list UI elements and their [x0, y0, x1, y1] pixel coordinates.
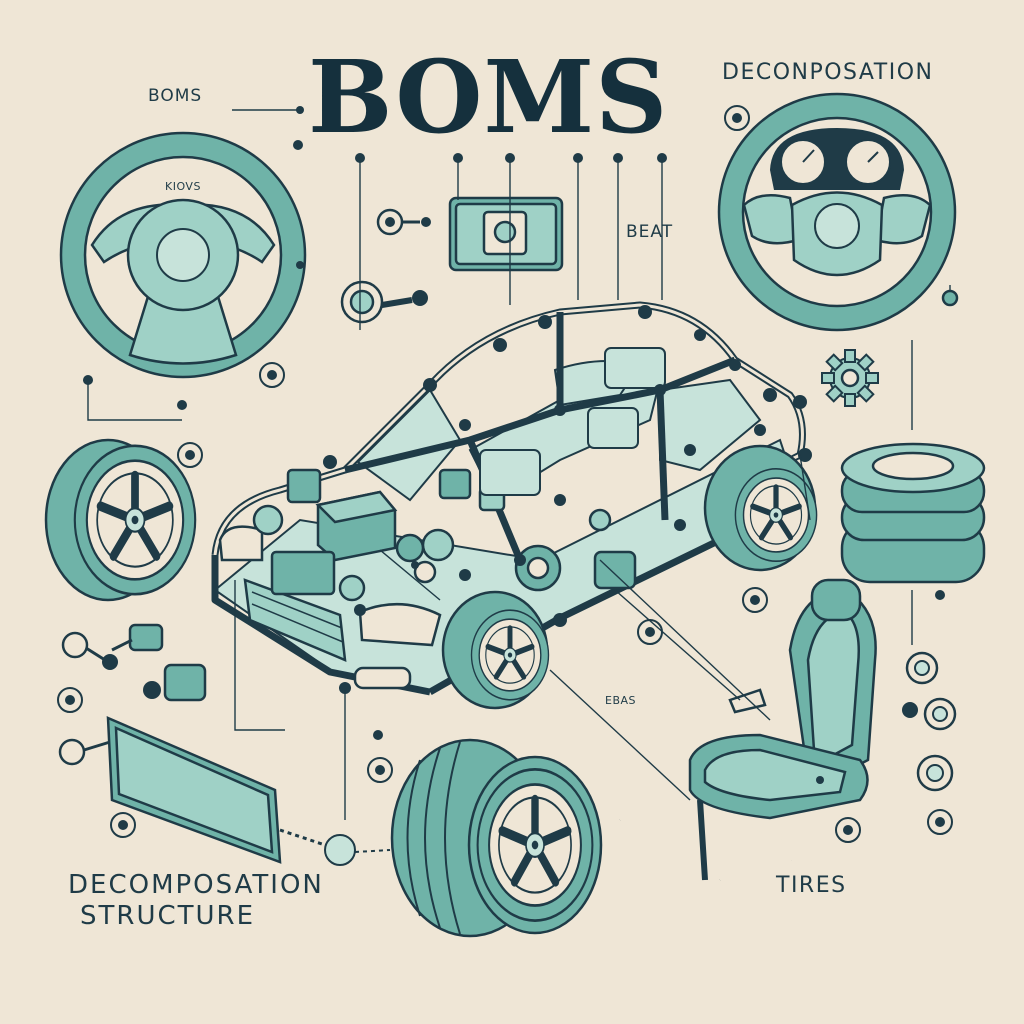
connector-parts — [58, 623, 207, 766]
page-title: BOMS — [308, 38, 669, 156]
car-seat-icon — [619, 578, 877, 882]
bolt-icon — [376, 208, 431, 236]
label-tires: TIRES — [776, 873, 847, 898]
label-ebas: EBAS — [605, 694, 637, 707]
caption-line-2: STRUCTURE — [80, 901, 256, 931]
label-boms-small: BOMS — [148, 86, 203, 106]
engine-components — [252, 347, 666, 602]
seat-bracket-icon — [448, 196, 564, 272]
large-tire-icon — [390, 738, 603, 938]
caption-decomposition-structure: DECOMPOSATION STRUCTURE — [68, 870, 324, 932]
knob-icon — [340, 280, 428, 324]
steering-wheel-icon — [59, 131, 307, 379]
frame-joints — [323, 305, 812, 694]
steering-wheel-dashboard-icon — [717, 92, 957, 332]
label-decomposition-top: DECONPOSATION — [722, 60, 934, 85]
car-wheel-rear — [703, 444, 817, 572]
glass-panel-icon — [106, 716, 282, 864]
caption-line-1: DECOMPOSATION — [68, 870, 324, 900]
car-wheel-front — [441, 590, 549, 710]
connector-bottom — [279, 828, 391, 866]
wheel-icon — [44, 438, 195, 602]
steering-badge-label: KIOVS — [165, 180, 201, 193]
leader-lines — [83, 106, 959, 820]
label-beat: BEAT — [626, 222, 674, 242]
bushing-parts — [902, 651, 957, 792]
tire-stack-icon — [840, 442, 986, 584]
gear-icon — [820, 348, 880, 408]
